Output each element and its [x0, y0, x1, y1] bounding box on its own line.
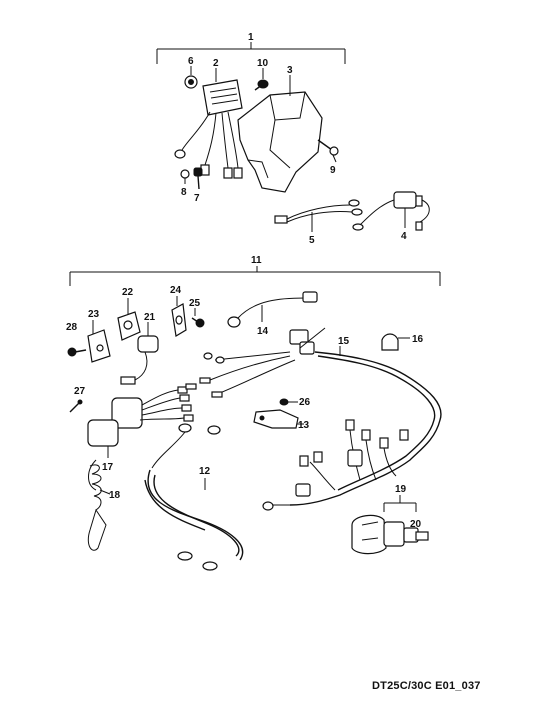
callout-4: 4	[401, 231, 407, 242]
key-switch-group-19	[383, 495, 417, 512]
callout-10: 10	[257, 58, 269, 69]
callout-28: 28	[66, 322, 78, 333]
callout-14: 14	[257, 326, 269, 337]
switch-4	[352, 191, 430, 231]
callout-24: 24	[170, 285, 182, 296]
screw-27	[69, 399, 83, 413]
bracket-22	[117, 298, 141, 341]
callout-8: 8	[181, 187, 187, 198]
wire-14	[227, 291, 318, 328]
relay-21	[120, 322, 159, 385]
screw-28	[67, 347, 87, 357]
callout-26: 26	[299, 397, 311, 408]
callout-9: 9	[330, 165, 336, 176]
wire-5	[274, 199, 363, 232]
callout-18: 18	[109, 490, 121, 501]
callout-25: 25	[189, 298, 201, 309]
callout-17: 17	[102, 462, 114, 473]
callout-11: 11	[251, 255, 262, 266]
callout-2: 2	[213, 58, 219, 69]
cable-12	[144, 423, 244, 571]
callout-13: 13	[298, 420, 310, 431]
washer-6	[184, 66, 198, 89]
callout-20: 20	[410, 519, 422, 530]
lanyard-18	[87, 459, 111, 551]
callout-1: 1	[248, 32, 254, 43]
harness-15	[185, 327, 442, 511]
switch-17	[87, 386, 194, 458]
screw-25	[191, 308, 205, 328]
callout-23: 23	[88, 309, 100, 320]
washer-8	[180, 169, 190, 184]
callout-labels: 1 6 2 10 3 9 8 7 4 5 11 24 22 25 23 21 1…	[66, 32, 424, 530]
regulator-2	[174, 68, 243, 179]
screw-26	[279, 398, 298, 406]
key-switch-20	[351, 514, 429, 555]
bolt-7	[193, 167, 203, 190]
clamp-16	[381, 333, 410, 351]
callout-5: 5	[309, 235, 315, 246]
callout-22: 22	[122, 287, 134, 298]
diagram-caption: DT25C/30C E01_037	[372, 680, 481, 692]
screw-9	[317, 139, 339, 163]
bolt-10	[254, 68, 269, 91]
callout-7: 7	[194, 193, 200, 204]
bracket-23	[87, 320, 111, 363]
callout-3: 3	[287, 65, 293, 76]
group-1-bracket	[156, 42, 346, 64]
group-11-bracket	[69, 266, 441, 286]
callout-21: 21	[144, 312, 156, 323]
plate-13	[253, 409, 304, 429]
callout-15: 15	[338, 336, 350, 347]
callout-27: 27	[74, 386, 86, 397]
callout-16: 16	[412, 334, 424, 345]
callout-6: 6	[188, 56, 194, 67]
bracket-24	[171, 296, 187, 337]
cover-3	[237, 75, 323, 193]
callout-19: 19	[395, 484, 407, 495]
callout-12: 12	[199, 466, 211, 477]
